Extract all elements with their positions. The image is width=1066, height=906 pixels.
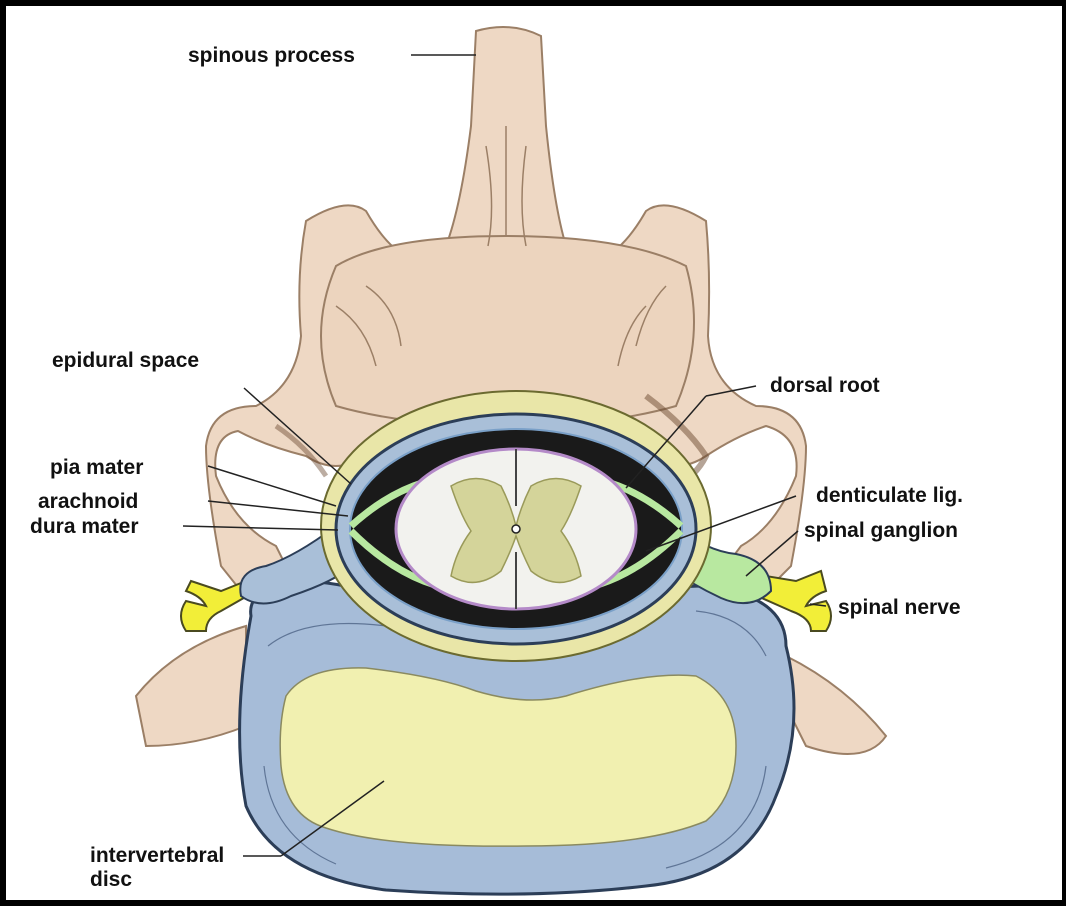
diagram-frame: spinous process epidural space dorsal ro…: [6, 6, 1062, 900]
label-spinal-nerve: spinal nerve: [838, 596, 961, 620]
label-intervertebral-disc-line2: disc: [90, 868, 132, 892]
label-spinal-ganglion: spinal ganglion: [804, 519, 958, 543]
label-epidural-space: epidural space: [52, 349, 199, 373]
spine-cross-section-illustration: [6, 6, 1062, 900]
label-pia-mater: pia mater: [50, 456, 143, 480]
label-dorsal-root: dorsal root: [770, 374, 880, 398]
label-denticulate-lig: denticulate lig.: [816, 484, 963, 508]
label-spinous-process: spinous process: [188, 44, 355, 68]
label-arachnoid: arachnoid: [38, 490, 138, 514]
label-intervertebral-disc-line1: intervertebral: [90, 844, 224, 868]
label-dura-mater: dura mater: [30, 515, 139, 539]
